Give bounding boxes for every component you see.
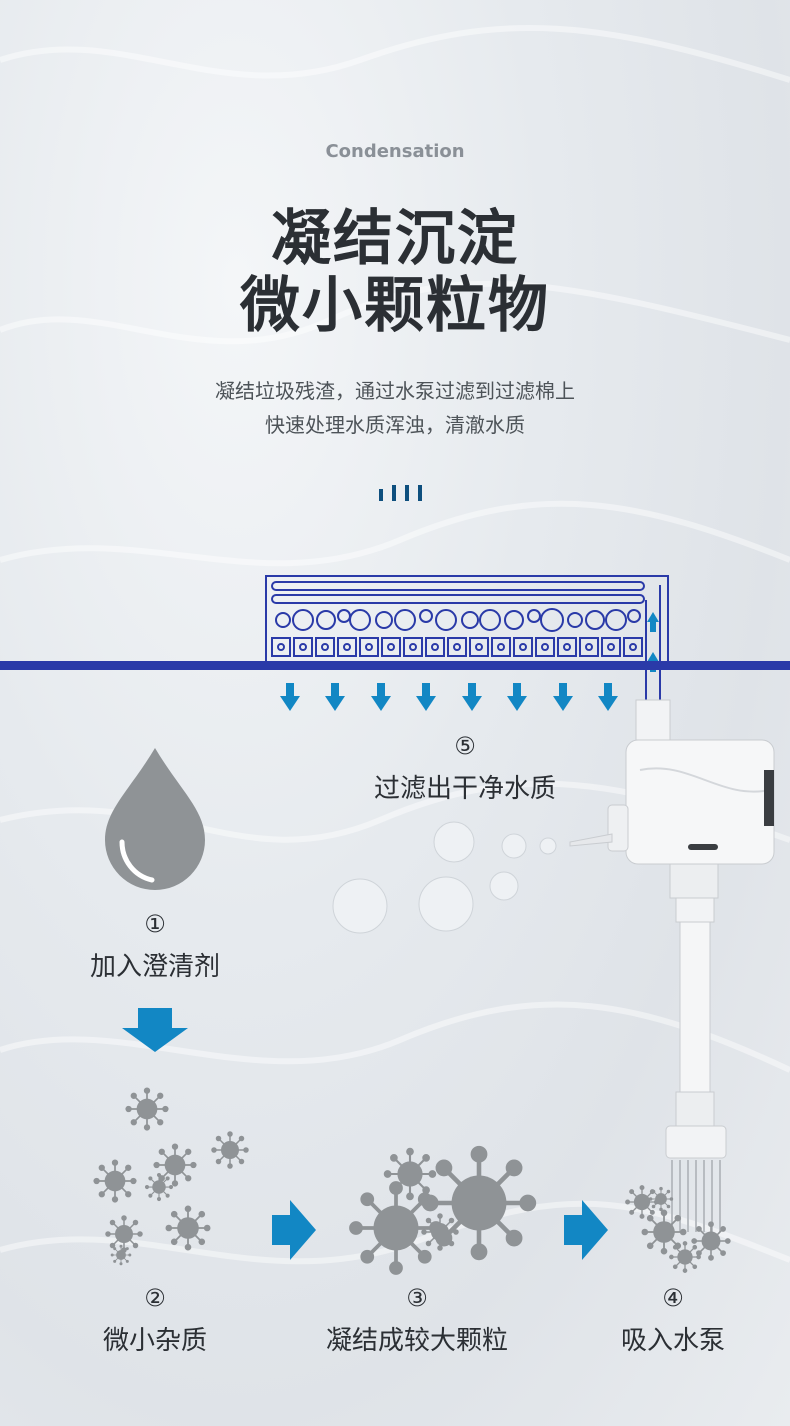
subtitle-english: Condensation — [325, 141, 465, 162]
large-particles — [349, 1148, 534, 1275]
step2-number: ② — [144, 1284, 166, 1312]
description-line2: 快速处理水质浑浊，清澈水质 — [265, 413, 525, 437]
arrow-step1-to-step2 — [122, 1008, 188, 1052]
filter-box — [265, 575, 669, 700]
page-title-line2: 微小颗粒物 — [240, 271, 550, 341]
water-surface-line — [0, 661, 790, 670]
step3-number: ③ — [406, 1284, 428, 1312]
pump-inlet-particles — [625, 1185, 731, 1273]
decor-ticks — [379, 482, 431, 501]
step5-number: ⑤ — [454, 732, 476, 760]
description-line1: 凝结垃圾残渣，通过水泵过滤到过滤棉上 — [215, 379, 575, 403]
arrow-step3-to-step4 — [564, 1200, 608, 1260]
step1-number: ① — [144, 910, 166, 938]
page-title-line1: 凝结沉淀 — [271, 204, 519, 274]
filter-sponge-bubbles — [275, 608, 641, 632]
filter-media-blocks — [271, 637, 643, 657]
arrow-step2-to-step3 — [272, 1200, 316, 1260]
step3-label: 凝结成较大颗粒 — [325, 1326, 508, 1356]
step4-number: ④ — [662, 1284, 684, 1312]
water-drop-icon — [105, 748, 205, 890]
step4-label: 吸入水泵 — [620, 1326, 725, 1356]
water-bubbles — [332, 821, 557, 934]
small-impurities — [93, 1087, 249, 1266]
step2-label: 微小杂质 — [102, 1326, 207, 1356]
water-pump — [569, 699, 775, 1232]
step5-label: 过滤出干净水质 — [373, 774, 556, 804]
step1-label: 加入澄清剂 — [89, 952, 220, 982]
